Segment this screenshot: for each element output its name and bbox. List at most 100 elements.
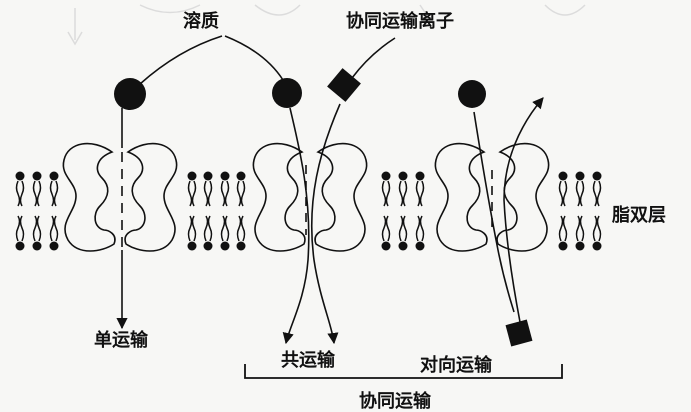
lipid-tail (53, 180, 59, 207)
carrier-protein (62, 142, 178, 252)
lipid-tail (187, 215, 193, 242)
leader-ion-symport (351, 37, 396, 79)
lipid-molecule (15, 171, 25, 251)
lipid-molecule (398, 171, 408, 251)
lipid-tail (207, 180, 213, 207)
lipid-head (203, 171, 213, 181)
lipid-tail (49, 180, 55, 207)
lipid-tail (415, 180, 421, 207)
carrier-protein (434, 142, 550, 252)
lipid-tail (381, 215, 387, 242)
lipid-tail (592, 180, 598, 207)
lipid-tail (15, 215, 21, 242)
ion-square-symport (327, 68, 361, 102)
lipid-tail (398, 180, 404, 207)
transport-paths (116, 35, 544, 345)
lipid-tail (419, 180, 425, 207)
antiport-ion-arrow (503, 97, 544, 323)
lipid-tail (19, 180, 25, 207)
lipid-tail (579, 180, 585, 207)
lipid-tail (385, 180, 391, 207)
solute-ball-symport (272, 78, 302, 108)
lipid-head (575, 171, 585, 181)
lipid-head (187, 171, 197, 181)
lipid-tail (203, 215, 209, 242)
transported-particles (114, 68, 533, 347)
lipid-bilayer (15, 171, 602, 251)
lipid-tail (558, 180, 564, 207)
lipid-molecule (203, 171, 213, 251)
lipid-tail (191, 180, 197, 207)
lipid-tail (402, 215, 408, 242)
lipid-head (220, 241, 230, 251)
carrier-lobe-right (314, 142, 368, 252)
lipid-molecule (575, 171, 585, 251)
lipid-tail (32, 180, 38, 207)
lipid-tail (592, 215, 598, 242)
symport-solute-arrow (282, 107, 310, 345)
lipid-tail (596, 215, 602, 242)
lipid-head (49, 241, 59, 251)
lipid-head (398, 171, 408, 181)
lipid-tail (415, 215, 421, 242)
label-solute: 溶质 (183, 11, 219, 32)
lipid-tail (36, 180, 42, 207)
lipid-tail (19, 215, 25, 242)
lipid-tail (402, 180, 408, 207)
lipid-head (220, 171, 230, 181)
label-cotransport: 协同运输 (359, 391, 431, 412)
lipid-head (32, 171, 42, 181)
label-antiport: 对向运输 (420, 355, 492, 376)
carrier-protein (252, 142, 368, 252)
lipid-head (415, 241, 425, 251)
cotransport-bracket (244, 364, 563, 379)
antiport-solute-path (473, 111, 515, 313)
lipid-tail (398, 215, 404, 242)
label-cotransport-ion: 协同运输离子 (346, 11, 454, 32)
lipid-tail (562, 215, 568, 242)
leader-solute-symport (224, 35, 284, 81)
lipid-head (558, 241, 568, 251)
lipid-molecule (381, 171, 391, 251)
carrier-lobe-left (434, 142, 488, 252)
lipid-tail (36, 215, 42, 242)
lipid-head (575, 241, 585, 251)
lipid-molecule (558, 171, 568, 251)
lipid-tail (596, 180, 602, 207)
bracket-line (244, 364, 563, 379)
lipid-molecule (220, 171, 230, 251)
carrier-lobe-left (252, 142, 306, 252)
lipid-head (381, 171, 391, 181)
lipid-head (558, 171, 568, 181)
solute-ball-uniport (114, 78, 146, 110)
lipid-tail (240, 180, 246, 207)
lipid-head (15, 241, 25, 251)
lipid-tail (224, 180, 230, 207)
lipid-molecule (592, 171, 602, 251)
lipid-tail (575, 180, 581, 207)
lipid-tail (49, 215, 55, 242)
lipid-molecule (236, 171, 246, 251)
carrier-proteins (62, 142, 550, 252)
lipid-head (592, 171, 602, 181)
lipid-tail (558, 215, 564, 242)
lipid-head (49, 171, 59, 181)
lipid-tail (191, 215, 197, 242)
lipid-tail (220, 180, 226, 207)
ion-square-antiport (505, 319, 533, 347)
carrier-lobe-right (124, 142, 178, 252)
label-lipid-bilayer: 脂双层 (612, 205, 666, 226)
label-uniport: 单运输 (94, 330, 148, 351)
lipid-tail (15, 180, 21, 207)
lipid-head (32, 241, 42, 251)
lipid-tail (203, 180, 209, 207)
lipid-head (15, 171, 25, 181)
lipid-tail (579, 215, 585, 242)
lipid-tail (385, 215, 391, 242)
leader-solute-uniport (139, 35, 223, 85)
lipid-tail (220, 215, 226, 242)
lipid-head (187, 241, 197, 251)
lipid-head (236, 171, 246, 181)
